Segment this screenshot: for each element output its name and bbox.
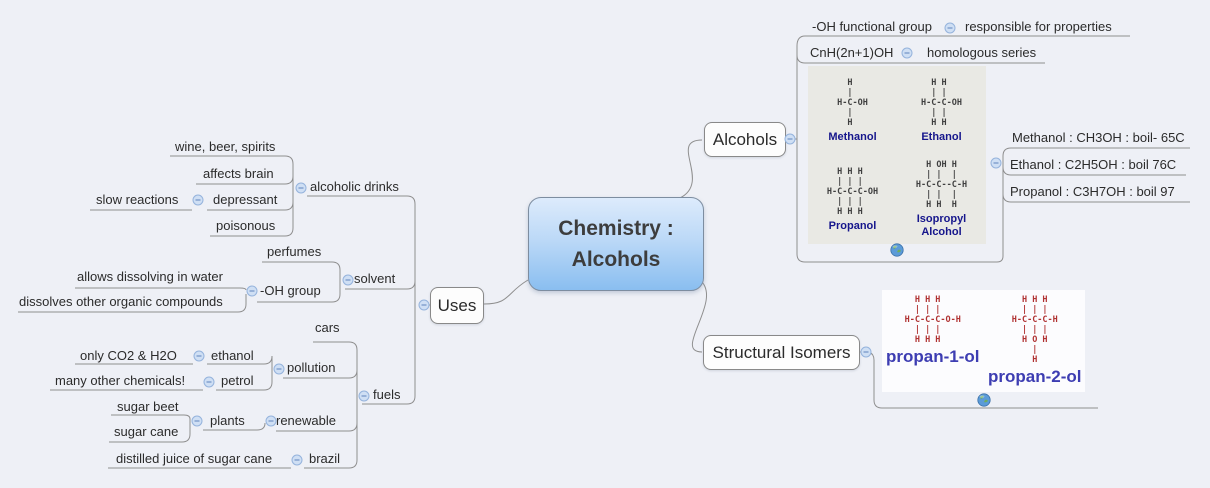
uses-collapse-icon[interactable] [418,299,430,311]
propan2-formula: H H H | | | H-C-C-C-H | | | H O H | H [1011,295,1058,366]
topic-plants[interactable]: plants [210,413,245,428]
topic-fuels[interactable]: fuels [373,387,401,402]
topic-sugar-cane[interactable]: sugar cane [114,424,179,439]
topic-methanol-boil[interactable]: Methanol : CH3OH : boil- 65C [1012,130,1185,145]
alcohols-collapse-icon[interactable] [784,133,796,145]
structural-isomers-collapse-icon[interactable] [860,346,872,358]
topic-oh-functional-group[interactable]: -OH functional group [812,19,932,34]
topic-responsible-for-properties[interactable]: responsible for properties [965,19,1112,34]
topic-ethanol-boil[interactable]: Ethanol : C2H5OH : boil 76C [1010,157,1177,172]
topic-renewable[interactable]: renewable [276,413,336,428]
globe-icon-alcohols-image[interactable] [890,243,904,257]
topic-slow-reactions[interactable]: slow reactions [96,192,179,207]
oh-group-collapse-icon[interactable] [246,285,258,297]
topic-alcoholic-drinks[interactable]: alcoholic drinks [310,179,399,194]
propanol-label: Propanol [828,219,877,232]
structural-isomers-image[interactable]: H H H | | | H-C-C-C-O-H | | | H H H prop… [882,290,1085,392]
propanol-structure: H H H | | | H-C-C-C-OH | | | H H H Propa… [808,155,897,244]
brazil-collapse-icon[interactable] [291,454,303,466]
methanol-structure: H | H-C-OH | H Methanol [808,66,897,155]
fuels-collapse-icon[interactable] [358,390,370,402]
petrol-collapse-icon[interactable] [203,376,215,388]
depressant-collapse-icon[interactable] [192,194,204,206]
propan2-label: propan-2-ol [988,367,1082,387]
topic-poisonous[interactable]: poisonous [216,218,276,233]
topic-solvent[interactable]: solvent [354,271,396,286]
topic-formula[interactable]: CnH(2n+1)OH [810,45,894,60]
methanol-label: Methanol [828,130,877,143]
topic-structural-isomers[interactable]: Structural Isomers [703,335,860,370]
topic-uses[interactable]: Uses [430,287,484,324]
topic-propanol-boil[interactable]: Propanol : C3H7OH : boil 97 [1010,184,1175,199]
propan1-formula: H H H | | | H-C-C-C-O-H | | | H H H [904,295,961,346]
topic-distilled-juice[interactable]: distilled juice of sugar cane [116,451,273,466]
topic-oh-group[interactable]: -OH group [260,283,321,298]
topic-allows-dissolving[interactable]: allows dissolving in water [77,269,223,284]
propan1-label: propan-1-ol [886,347,980,367]
alcohols-structures-image[interactable]: H | H-C-OH | H Methanol H H | | H-C-C-OH… [808,66,986,244]
isopropyl-label: Isopropyl Alcohol [916,213,967,239]
topic-homologous-series[interactable]: homologous series [927,45,1037,60]
solvent-collapse-icon[interactable] [342,274,354,286]
topic-brazil[interactable]: brazil [309,451,341,466]
topic-pollution[interactable]: pollution [287,360,336,375]
topic-wine-beer-spirits[interactable]: wine, beer, spirits [175,139,276,154]
topic-dissolves-organic[interactable]: dissolves other organic compounds [19,294,223,309]
topic-ethanol[interactable]: ethanol [211,348,254,363]
alcohols-image-collapse-icon[interactable] [990,157,1002,169]
isopropyl-structure: H OH H | | | H-C-C--C-H | | | H H H Isop… [897,155,986,244]
topic-cars[interactable]: cars [315,320,340,335]
topic-sugar-beet[interactable]: sugar beet [117,399,179,414]
alcoholic-drinks-collapse-icon[interactable] [295,182,307,194]
topic-petrol[interactable]: petrol [221,373,254,388]
topic-affects-brain[interactable]: affects brain [203,166,274,181]
central-topic[interactable]: Chemistry : Alcohols [528,197,704,291]
oh-functional-group-collapse-icon[interactable] [944,22,956,34]
topic-depressant[interactable]: depressant [213,192,278,207]
pollution-collapse-icon[interactable] [273,363,285,375]
formula-collapse-icon[interactable] [901,47,913,59]
ethanol-collapse-icon[interactable] [193,350,205,362]
methanol-formula: H | H-C-OH | H [837,77,868,128]
ethanol-structure: H H | | H-C-C-OH | | H H Ethanol [897,66,986,155]
central-topic-line2: Alcohols [571,248,661,271]
isopropyl-formula: H OH H | | | H-C-C--C-H | | | H H H [915,160,968,211]
globe-icon-isomers-image[interactable] [977,393,991,407]
topic-perfumes[interactable]: perfumes [267,244,322,259]
ethanol-formula: H H | | H-C-C-OH | | H H [921,77,962,128]
plants-collapse-icon[interactable] [191,415,203,427]
central-topic-line1: Chemistry : [558,216,674,240]
renewable-collapse-icon[interactable] [265,415,277,427]
topic-only-co2[interactable]: only CO2 & H2O [80,348,177,363]
ethanol-label: Ethanol [921,130,962,143]
topic-alcohols[interactable]: Alcohols [704,122,786,157]
topic-many-chemicals[interactable]: many other chemicals! [55,373,186,388]
propanol-formula: H H H | | | H-C-C-C-OH | | | H H H [826,166,879,217]
